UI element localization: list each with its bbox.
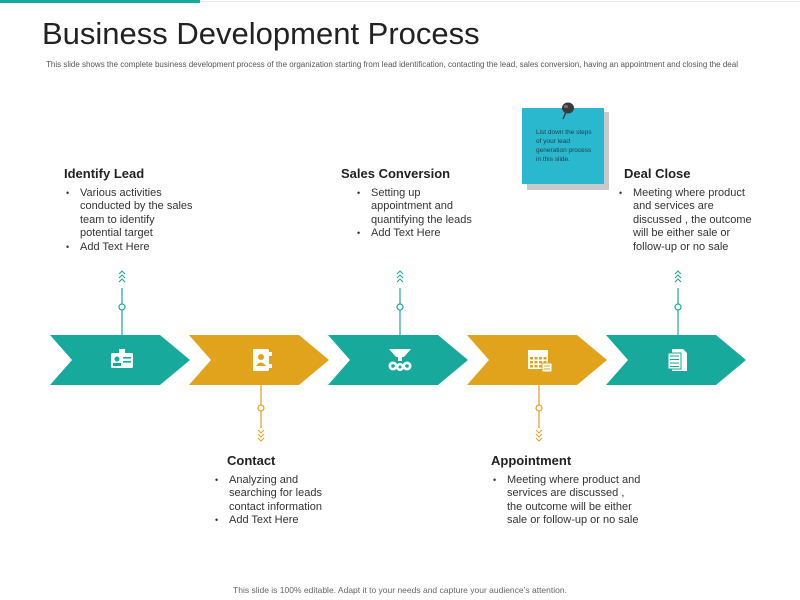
stage-title: Sales Conversion [341, 166, 451, 181]
connector-3 [396, 270, 404, 335]
connector-5 [674, 270, 682, 335]
chevron-up-icon [118, 270, 126, 275]
address-book-icon [253, 349, 272, 371]
chevron-up-icon [674, 270, 682, 275]
page-subtitle: This slide shows the complete business d… [46, 60, 738, 69]
stage-bullet: Setting up appointment and quantifying t… [355, 187, 481, 227]
stage-bullet: Meeting where product and services are d… [491, 474, 641, 528]
document-icon [667, 349, 687, 371]
stage-bullets: Meeting where product and services are d… [617, 187, 752, 254]
connector-node [674, 303, 682, 311]
connector-2 [257, 385, 265, 442]
top-divider-line [200, 1, 800, 2]
stage-sales-conversion: Sales Conversion Setting up appointment … [341, 166, 481, 241]
stage-contact: Contact Analyzing and searching for lead… [213, 453, 348, 528]
stage-connectors [118, 270, 682, 442]
top-accent-bar [0, 0, 200, 3]
calendar-icon [528, 350, 553, 373]
chevron-up-icon [674, 274, 682, 279]
connector-node [535, 404, 543, 412]
connector-node [257, 404, 265, 412]
stage-title: Appointment [491, 453, 572, 468]
stage-bullets: Meeting where product and services are d… [491, 474, 641, 528]
chevron-up-icon [396, 274, 404, 279]
connector-node [396, 303, 404, 311]
chevron-up-icon [118, 278, 126, 283]
funnel-gears-icon [388, 349, 412, 371]
stage-title: Identify Lead [64, 166, 145, 181]
connector-4 [535, 385, 543, 442]
chevron-up-icon [396, 270, 404, 275]
connector-1 [118, 270, 126, 335]
sticky-note-text: List down the steps of your lead generat… [536, 129, 592, 163]
stage-title: Contact [227, 453, 276, 468]
sticky-note-paper [522, 108, 604, 184]
stage-bullet: Various activities conducted by the sale… [64, 187, 199, 241]
stage-bullet: Meeting where product and services are d… [617, 187, 752, 254]
chevron-down-icon [535, 437, 543, 442]
stage-identify-lead: Identify Lead Various activities conduct… [64, 166, 199, 254]
stage-bullets: Analyzing and searching for leads contac… [213, 474, 348, 528]
chevron-up-icon [674, 278, 682, 283]
push-pin-icon [562, 102, 574, 120]
chevron-down-icon [257, 437, 265, 442]
chevron-down-icon [535, 433, 543, 438]
stage-bullets: Various activities conducted by the sale… [64, 187, 199, 254]
stage-bullet: Add Text Here [213, 514, 348, 528]
sticky-note: List down the steps of your lead generat… [522, 102, 610, 190]
stage-bullets: Setting up appointment and quantifying t… [355, 187, 481, 241]
stage-bullet: Analyzing and searching for leads contac… [213, 474, 348, 514]
stage-deal-close: Deal Close Meeting where product and ser… [617, 166, 752, 254]
chevron-down-icon [535, 429, 543, 434]
chevron-up-icon [118, 274, 126, 279]
stage-bullet: Add Text Here [64, 241, 199, 255]
connector-node [118, 303, 126, 311]
page-title: Business Development Process [42, 16, 480, 51]
chevron-up-icon [396, 278, 404, 283]
id-badge-icon [111, 349, 133, 368]
chevron-down-icon [257, 433, 265, 438]
footer-note: This slide is 100% editable. Adapt it to… [233, 585, 567, 595]
chevron-down-icon [257, 429, 265, 434]
stage-icons [111, 349, 687, 373]
stage-appointment: Appointment Meeting where product and se… [491, 453, 641, 528]
stage-bullet: Add Text Here [355, 227, 481, 241]
stage-title: Deal Close [624, 166, 691, 181]
